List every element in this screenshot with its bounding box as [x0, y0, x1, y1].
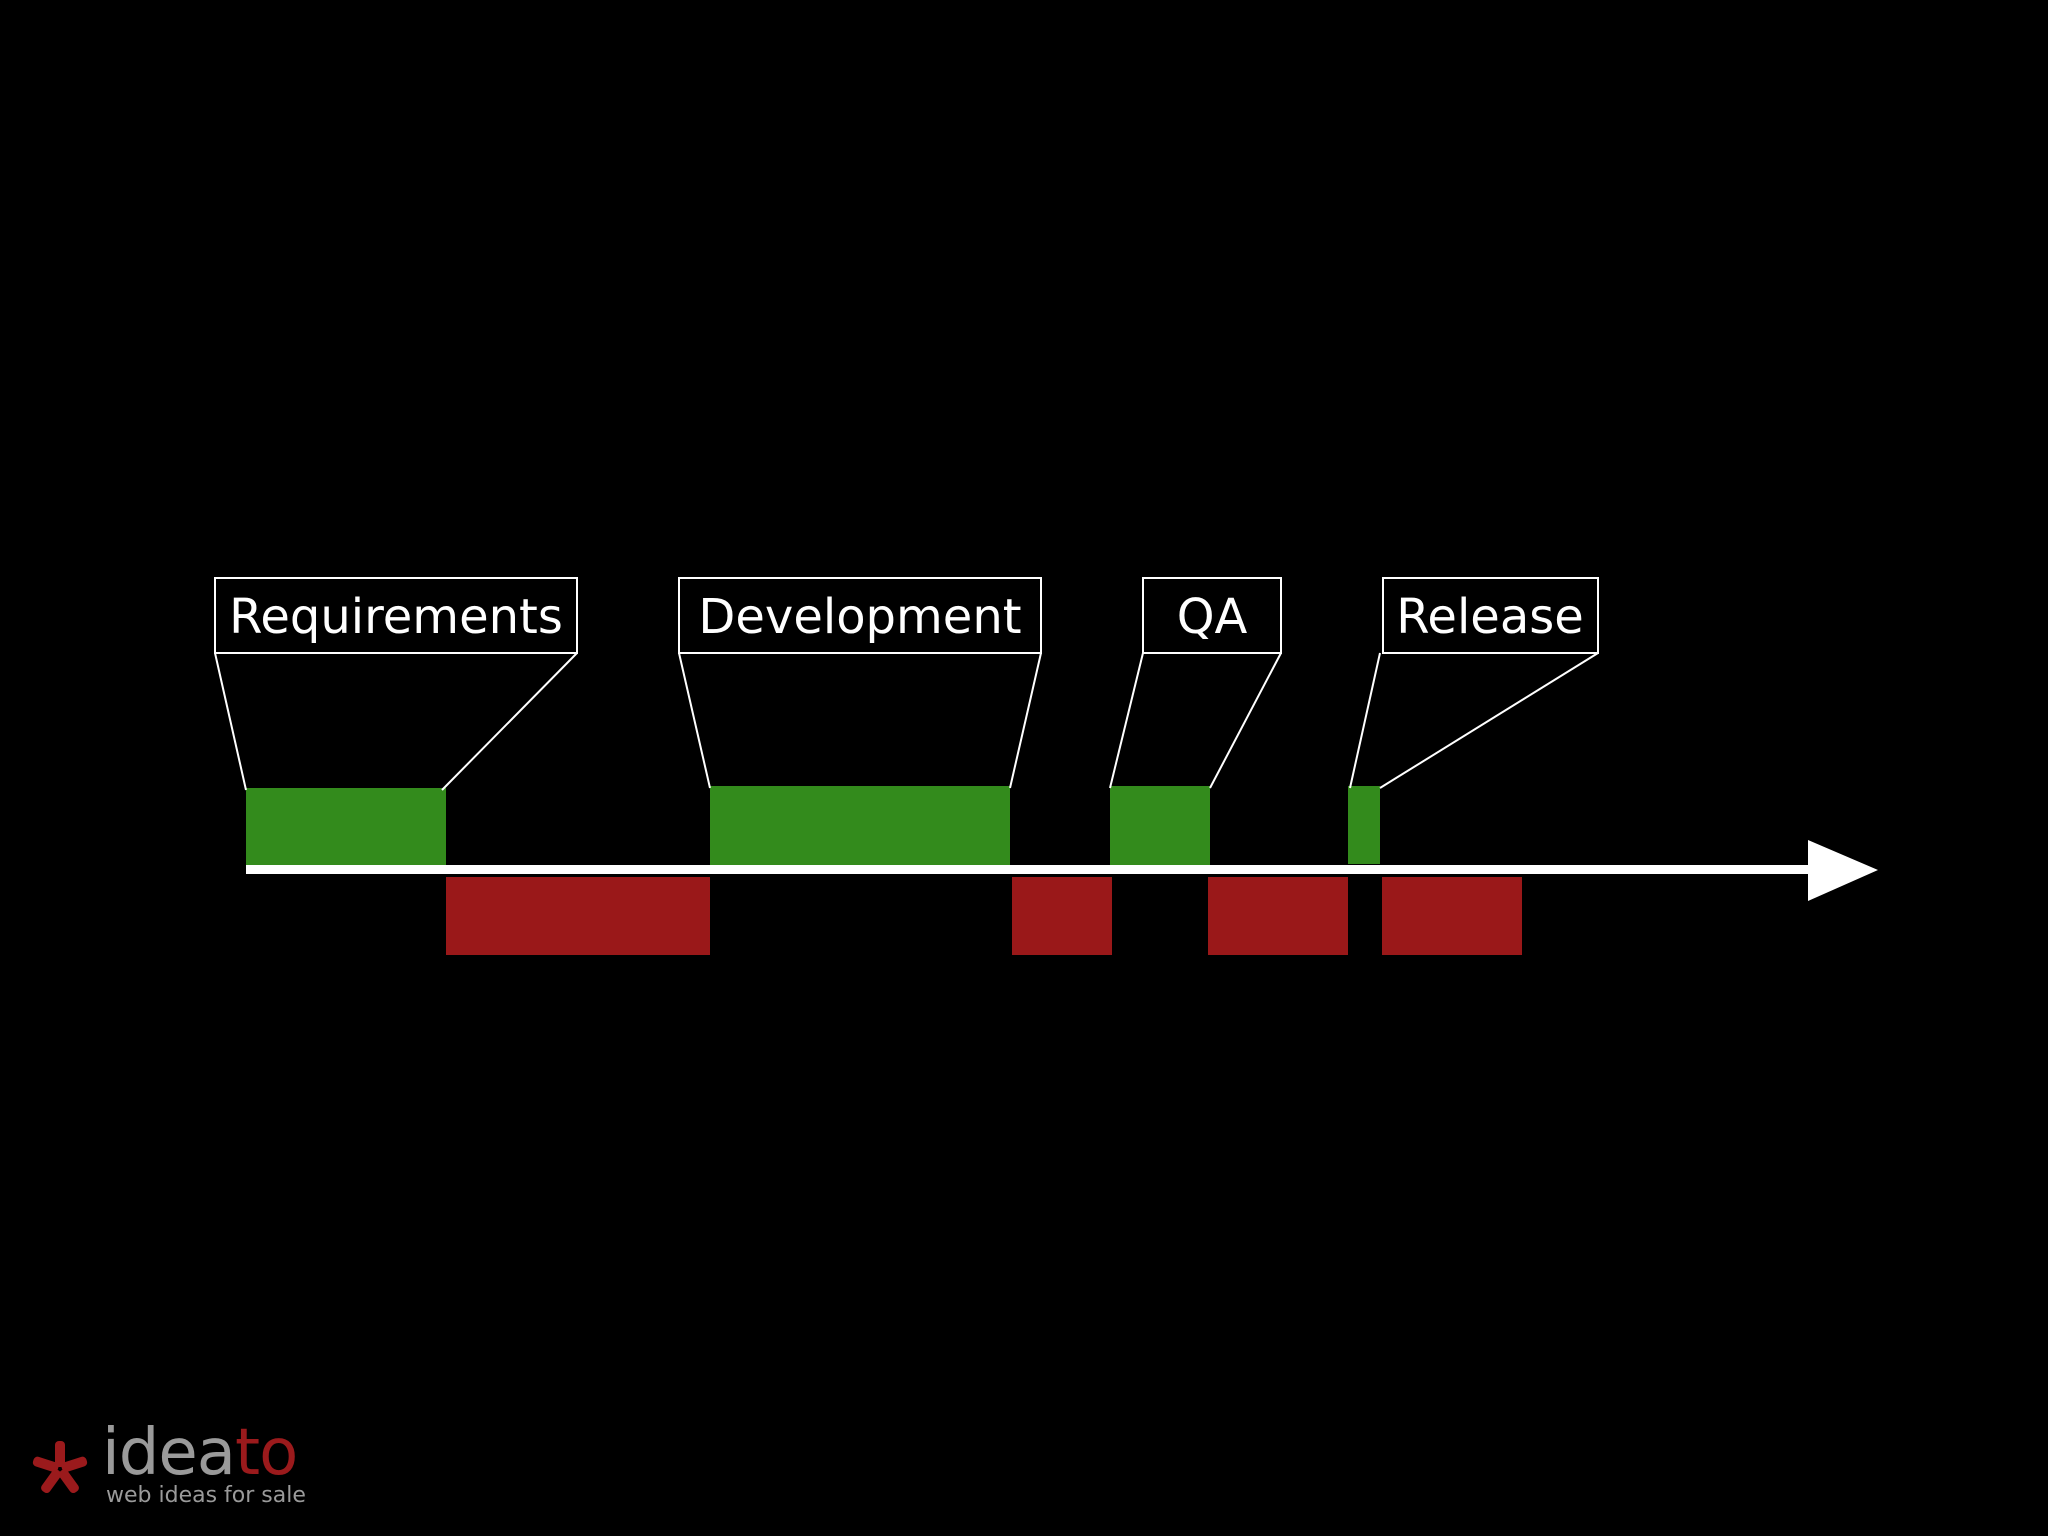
phase-bar-development	[710, 786, 1010, 867]
timeline-axis	[246, 840, 1878, 901]
callout-leader-left	[1349, 652, 1381, 789]
callout-leader-right	[1209, 652, 1282, 789]
callout-box-release	[1382, 577, 1599, 654]
ideato-logo: ideato web ideas for sale	[30, 1417, 330, 1515]
callout-leader-right	[441, 652, 578, 791]
phase-label-development: Development	[698, 589, 1021, 645]
arrow-right-icon	[1808, 840, 1878, 901]
callout-box-qa	[1142, 577, 1282, 654]
asterisk-icon	[32, 1441, 88, 1494]
callout-release: Release	[1349, 577, 1599, 789]
gap-bar-1	[446, 877, 710, 955]
callout-development: Development	[678, 577, 1042, 789]
phase-label-requirements: Requirements	[229, 589, 563, 645]
callout-leader-right	[1379, 652, 1599, 789]
phase-bar-release	[1348, 786, 1380, 864]
phase-bar-qa	[1110, 786, 1210, 867]
callout-box-requirements	[214, 577, 578, 654]
gap-bar-4	[1382, 877, 1522, 955]
callout-leader-left	[678, 652, 711, 789]
phase-bar-requirements	[246, 788, 446, 867]
callout-leader-left	[1109, 652, 1144, 789]
phase-label-qa: QA	[1177, 589, 1248, 645]
logo-name-part1: idea	[102, 1416, 236, 1490]
logo-name-part2: to	[235, 1416, 298, 1490]
logo-tagline: web ideas for sale	[106, 1483, 306, 1508]
logo-name: ideato	[102, 1416, 298, 1490]
gap-bar-3	[1208, 877, 1348, 955]
callout-box-development	[678, 577, 1042, 654]
timeline-line	[246, 865, 1816, 874]
phase-label-release: Release	[1396, 589, 1584, 645]
callout-requirements: Requirements	[214, 577, 578, 791]
callout-qa: QA	[1109, 577, 1282, 789]
callout-leader-left	[214, 652, 247, 791]
callout-leader-right	[1009, 652, 1042, 789]
gap-bar-2	[1012, 877, 1112, 955]
